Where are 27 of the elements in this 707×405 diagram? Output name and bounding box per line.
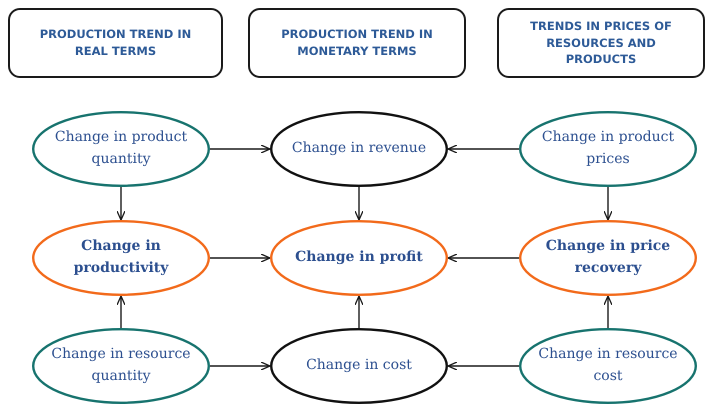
header-text: TRENDS IN PRICES OF RESOURCES AND PRODUCTS — [529, 18, 673, 68]
arrow — [447, 361, 519, 371]
arrow — [603, 187, 613, 221]
arrow — [210, 361, 271, 371]
header-text: PRODUCTION TREND IN MONETARY TERMS — [280, 26, 434, 60]
arrow — [210, 144, 271, 154]
node-label: Change in price recovery — [544, 237, 672, 278]
header-box — [8, 8, 223, 78]
arrow — [116, 295, 126, 328]
arrow — [447, 253, 519, 263]
header-box — [248, 8, 466, 78]
node-label: Change in cost — [305, 356, 413, 376]
arrow — [210, 253, 271, 263]
arrow — [603, 295, 613, 328]
node-label: Change in profit — [294, 248, 424, 268]
arrow — [354, 187, 364, 221]
node-label: Change in resource quantity — [50, 345, 192, 386]
arrow — [447, 144, 519, 154]
node-label: Change in resource cost — [537, 345, 679, 386]
header-text: PRODUCTION TREND IN REAL TERMS — [38, 26, 192, 60]
node-label: Change in product quantity — [54, 128, 188, 169]
node-label: Change in product prices — [540, 128, 676, 169]
arrow — [354, 295, 364, 328]
arrow — [116, 187, 126, 221]
node-label: Change in revenue — [290, 139, 428, 158]
node-label: Change in productivity — [72, 237, 170, 278]
header-box — [497, 8, 705, 78]
